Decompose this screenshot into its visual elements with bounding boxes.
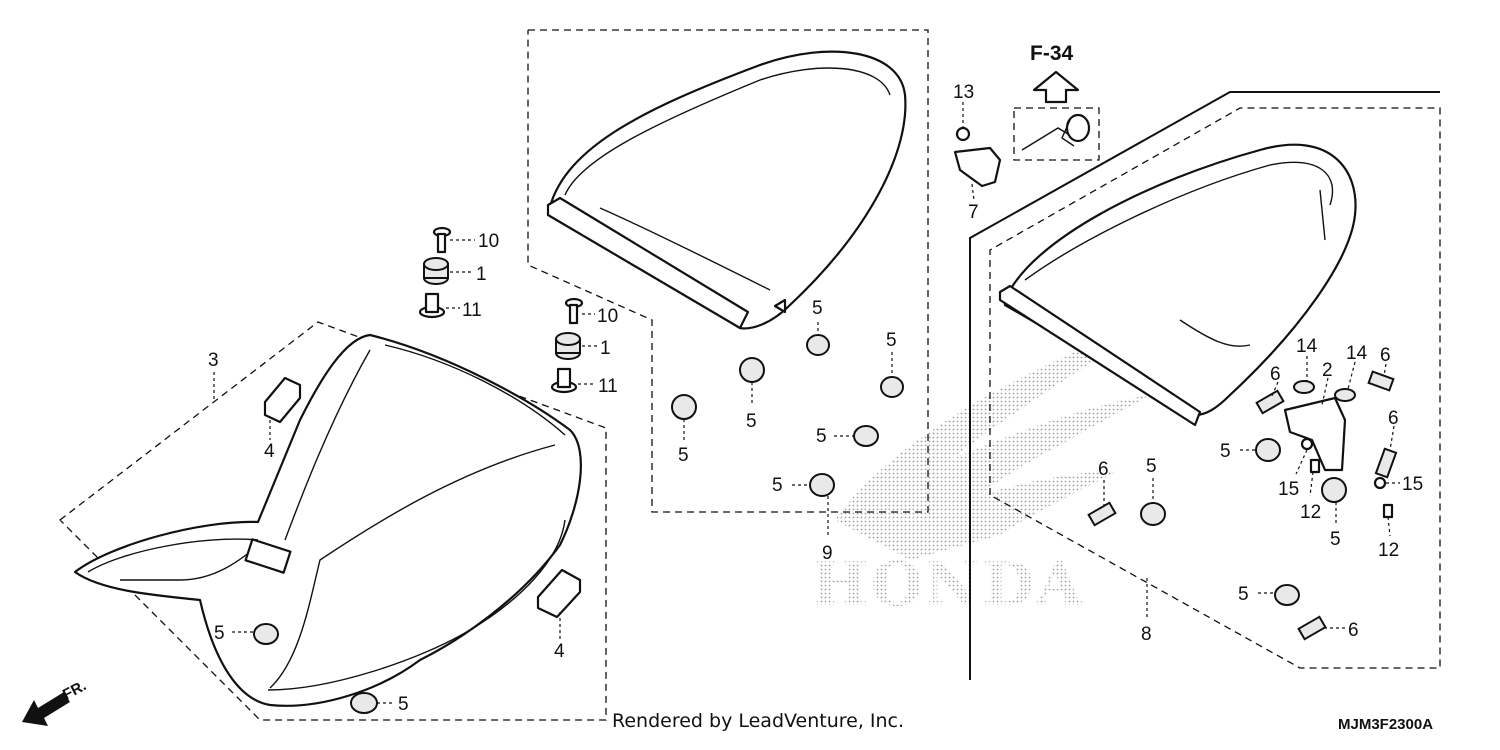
callout-12: 12 bbox=[1378, 540, 1399, 561]
callout-11: 11 bbox=[462, 300, 482, 321]
pillion-seat-group-box bbox=[527, 29, 929, 513]
seat-rubber-4-upper bbox=[263, 376, 302, 424]
callout-5: 5 bbox=[214, 623, 225, 644]
callout-5: 5 bbox=[772, 475, 783, 496]
callout-5: 5 bbox=[678, 445, 689, 466]
callout-4: 4 bbox=[264, 441, 275, 462]
callout-6: 6 bbox=[1348, 620, 1359, 641]
callout-5: 5 bbox=[1330, 529, 1341, 550]
callout-5: 5 bbox=[746, 411, 757, 432]
reference-page-label: F-34 bbox=[1030, 42, 1074, 65]
callout-9: 9 bbox=[822, 543, 833, 564]
nut-15-right bbox=[1373, 476, 1387, 490]
callout-14: 14 bbox=[1346, 343, 1368, 364]
callout-5: 5 bbox=[812, 298, 823, 319]
diagram-code: MJM3F2300A bbox=[1338, 716, 1434, 733]
cushion-1-upper bbox=[423, 257, 449, 285]
cushion-6-e bbox=[1297, 615, 1327, 641]
seat-rubber-4-lower bbox=[536, 568, 582, 619]
washer-14-right bbox=[1334, 388, 1356, 402]
callout-11: 11 bbox=[598, 376, 618, 397]
nut-15-left bbox=[1300, 437, 1314, 451]
callout-1: 1 bbox=[600, 338, 611, 359]
rider-seat bbox=[73, 333, 582, 707]
callout-13: 13 bbox=[953, 82, 974, 103]
callout-1: 1 bbox=[476, 264, 487, 285]
cushion-6-a bbox=[1255, 389, 1285, 415]
lock-reference-box bbox=[1013, 107, 1100, 161]
seat-cowl bbox=[998, 143, 1357, 427]
render-credit: Rendered by LeadVenture, Inc. bbox=[612, 710, 905, 732]
callout-numbers: 10 1 11 10 1 11 3 4 4 5 5 5 5 5 5 5 5 9 … bbox=[208, 82, 1423, 715]
seat-cowl-group-box bbox=[989, 107, 1441, 669]
bolt-10-lower bbox=[564, 297, 584, 325]
callout-5: 5 bbox=[816, 426, 827, 447]
callout-8: 8 bbox=[1141, 624, 1152, 645]
callout-14: 14 bbox=[1296, 336, 1318, 357]
callout-6: 6 bbox=[1098, 459, 1109, 480]
seat-catch-7 bbox=[953, 146, 1002, 188]
callout-4: 4 bbox=[554, 641, 565, 662]
honda-wing-watermark: HONDA bbox=[812, 315, 1165, 620]
callout-5: 5 bbox=[1146, 456, 1157, 477]
screw-13 bbox=[955, 126, 971, 142]
callout-6: 6 bbox=[1270, 364, 1281, 385]
callout-7: 7 bbox=[968, 202, 979, 223]
callout-15: 15 bbox=[1278, 479, 1299, 500]
callout-6: 6 bbox=[1380, 345, 1391, 366]
callout-3: 3 bbox=[208, 350, 219, 371]
pillion-seat bbox=[546, 50, 907, 330]
collar-11-lower bbox=[550, 367, 578, 394]
callout-12: 12 bbox=[1300, 502, 1321, 523]
front-direction-indicator: FR. bbox=[22, 677, 89, 726]
bolt-10-upper bbox=[432, 226, 452, 254]
cushion-1-lower bbox=[555, 332, 581, 360]
leader-lines bbox=[213, 102, 1400, 704]
honda-wordmark-watermark: HONDA bbox=[812, 550, 1084, 620]
callout-5: 5 bbox=[886, 330, 897, 351]
cushion-6-b bbox=[1367, 370, 1395, 392]
callout-5: 5 bbox=[398, 694, 409, 715]
callout-5: 5 bbox=[1238, 584, 1249, 605]
callout-6: 6 bbox=[1388, 408, 1399, 429]
callout-2: 2 bbox=[1322, 360, 1333, 381]
up-arrow-icon bbox=[1032, 70, 1080, 104]
callout-10: 10 bbox=[597, 306, 618, 327]
bolt-12-right bbox=[1382, 503, 1394, 519]
seat-cowl-outer-frame bbox=[969, 91, 1440, 680]
stay-2 bbox=[1283, 396, 1347, 472]
collar-11-upper bbox=[418, 292, 446, 319]
callout-5: 5 bbox=[1220, 441, 1231, 462]
callout-15: 15 bbox=[1402, 474, 1423, 495]
cushion-6-d bbox=[1087, 501, 1117, 527]
bolt-12-left bbox=[1309, 458, 1321, 474]
seat-lock-reference-sketch bbox=[1021, 113, 1091, 151]
washer-14-left bbox=[1293, 380, 1315, 394]
callout-10: 10 bbox=[478, 231, 499, 252]
cushion-6-c bbox=[1374, 447, 1398, 479]
